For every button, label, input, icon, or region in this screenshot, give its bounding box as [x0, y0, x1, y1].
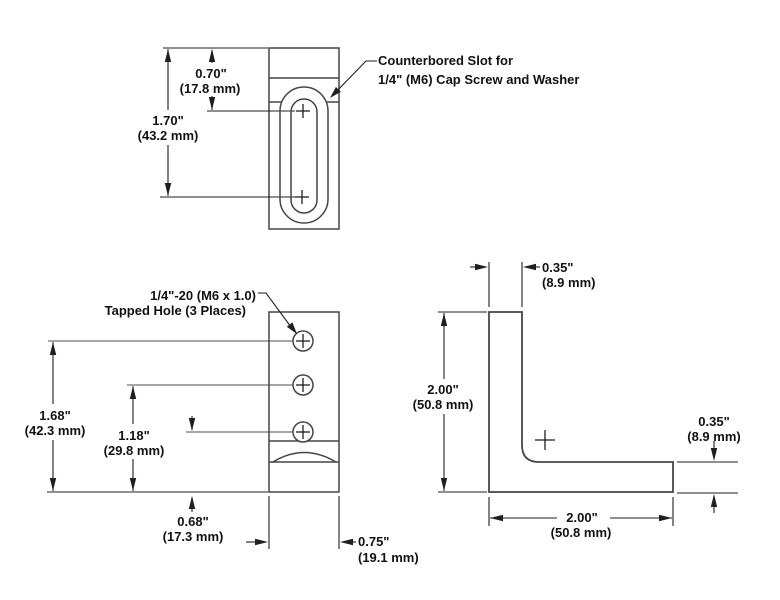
arrow-down-icon [208, 97, 216, 110]
tapped-hole-1 [292, 330, 314, 352]
arrow-up-icon [164, 49, 172, 62]
arrow-left-icon [523, 263, 536, 271]
dim-200bottom-inch-label: 2.00" [566, 510, 597, 525]
arrow-up-icon [440, 313, 448, 326]
arrow-up-icon [208, 49, 216, 62]
dim-170-mm-label: (43.2 mm) [138, 128, 199, 143]
arrow-down-icon [164, 183, 172, 196]
slot-view-body [268, 47, 340, 230]
arrow-right-icon [659, 514, 672, 522]
arrow-down-icon [129, 478, 137, 491]
dim-168-inch-label: 1.68" [39, 408, 70, 423]
dim-200left-inch-label: 2.00" [427, 382, 458, 397]
dim-068-inch-label: 0.68" [177, 514, 208, 529]
callout-tapped-hole-line1: 1/4"-20 (M6 x 1.0) [150, 288, 256, 303]
arrow-left-icon [340, 538, 353, 546]
dim-118-mm-label: (29.8 mm) [104, 443, 165, 458]
fillet-silhouette-arc [272, 451, 337, 463]
dim-070-inch-label: 0.70" [195, 66, 226, 81]
dim-170-inch-label: 1.70" [152, 113, 183, 128]
slot-lower-center-mark [295, 190, 309, 204]
dim-075-mm-label: (19.1 mm) [358, 550, 419, 565]
counterbore-outline [279, 86, 329, 224]
arrow-up-icon [710, 494, 718, 507]
callout-tapped-hole-line2: Tapped Hole (3 Places) [105, 303, 246, 318]
tapped-hole-2 [292, 374, 314, 396]
callout-leader-line [331, 60, 377, 97]
fillet-center-mark [535, 430, 555, 450]
dim-035right-inch-label: 0.35" [698, 414, 729, 429]
dim-168-mm-label: (42.3 mm) [25, 423, 86, 438]
callout-counterbored-slot-line1: Counterbored Slot for [378, 53, 513, 68]
dim-035right-mm-label: (8.9 mm) [687, 429, 740, 444]
front-view-body [268, 311, 340, 493]
arrowhead-icon [330, 87, 341, 98]
dim-070-mm-label: (17.8 mm) [180, 81, 241, 96]
dim-068-mm-label: (17.3 mm) [163, 529, 224, 544]
arrowhead-icon [286, 322, 297, 334]
tapped-hole-3 [292, 421, 314, 443]
arrow-up-icon [49, 342, 57, 355]
callout-counterbored-slot-line2: 1/4" (M6) Cap Screw and Washer [378, 72, 579, 87]
dim-075-inch-label: 0.75" [358, 534, 389, 549]
arrow-right-icon [475, 263, 488, 271]
arrow-right-icon [255, 538, 268, 546]
arrow-down-icon [440, 478, 448, 491]
arrow-down-icon [49, 478, 57, 491]
slot-outline [290, 98, 318, 214]
arrow-down-icon [710, 448, 718, 461]
dim-200bottom-mm-label: (50.8 mm) [551, 525, 612, 540]
callout-leader-line [258, 292, 295, 332]
dim-035top-inch-label: 0.35" [542, 260, 573, 275]
dim-118-inch-label: 1.18" [118, 428, 149, 443]
arrow-up-icon [188, 496, 196, 509]
arrow-up-icon [129, 386, 137, 399]
side-view: 0.35" (8.9 mm) 2.00" (50.8 mm) 0.35" (8.… [413, 260, 741, 540]
arrow-down-icon [188, 418, 196, 431]
slot-view: 0.70" (17.8 mm) 1.70" (43.2 mm) Counterb… [138, 47, 579, 230]
angle-bracket-profile [488, 311, 674, 493]
dim-035top-mm-label: (8.9 mm) [542, 275, 595, 290]
dim-200left-mm-label: (50.8 mm) [413, 397, 474, 412]
arrow-left-icon [490, 514, 503, 522]
front-view: 1/4"-20 (M6 x 1.0) Tapped Hole (3 Places… [25, 288, 419, 565]
slot-upper-center-mark [296, 104, 310, 118]
